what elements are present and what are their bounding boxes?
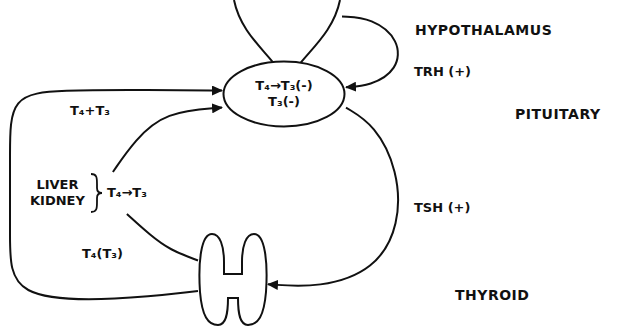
feedback-connector: [268, 108, 398, 286]
thyroid-shape: [199, 234, 266, 325]
node-text: T₄→T₃: [107, 185, 147, 201]
edge-label: T₄+T₃: [68, 103, 112, 119]
region-label: THYROID: [455, 287, 529, 304]
thyroid-gland: THYROID: [198, 232, 268, 327]
region-label: PITUITARY: [515, 106, 601, 123]
edge-label: TSH (+): [412, 200, 472, 216]
thyroid-gland-outline: [198, 232, 268, 327]
text-group: LIVER KIDNEY T₄→T₃: [30, 172, 147, 214]
node-text: T₃(-): [268, 94, 300, 110]
region-label: HYPOTHALAMUS: [415, 22, 552, 39]
pituitary-ellipse: [224, 62, 345, 127]
text-group: T₄→T₃(-)T₃(-): [222, 60, 346, 128]
feedback-connector: [113, 108, 222, 172]
hypothalamus-stalk: HYPOTHALAMUS: [232, 0, 342, 66]
edge-label: T₄(T₃): [80, 246, 125, 262]
liver-kidney-group: LIVER KIDNEY T₄→T₃: [30, 172, 147, 214]
feedback-connector: [127, 214, 198, 261]
brace-symbol: [89, 172, 103, 214]
stalk-line: [298, 0, 340, 66]
node-text: T₄→T₃(-): [255, 78, 312, 94]
pituitary-oval: T₄→T₃(-)T₃(-)PITUITARY: [222, 60, 346, 128]
node-text: LIVER KIDNEY: [30, 177, 85, 210]
stalk-line: [234, 0, 276, 66]
feedback-connector: [10, 90, 222, 299]
feedback-connector: [342, 17, 398, 88]
hypothalamus-stalk-outline: [232, 0, 342, 66]
edge-label: TRH (+): [412, 64, 473, 80]
brace-line: [91, 174, 102, 212]
